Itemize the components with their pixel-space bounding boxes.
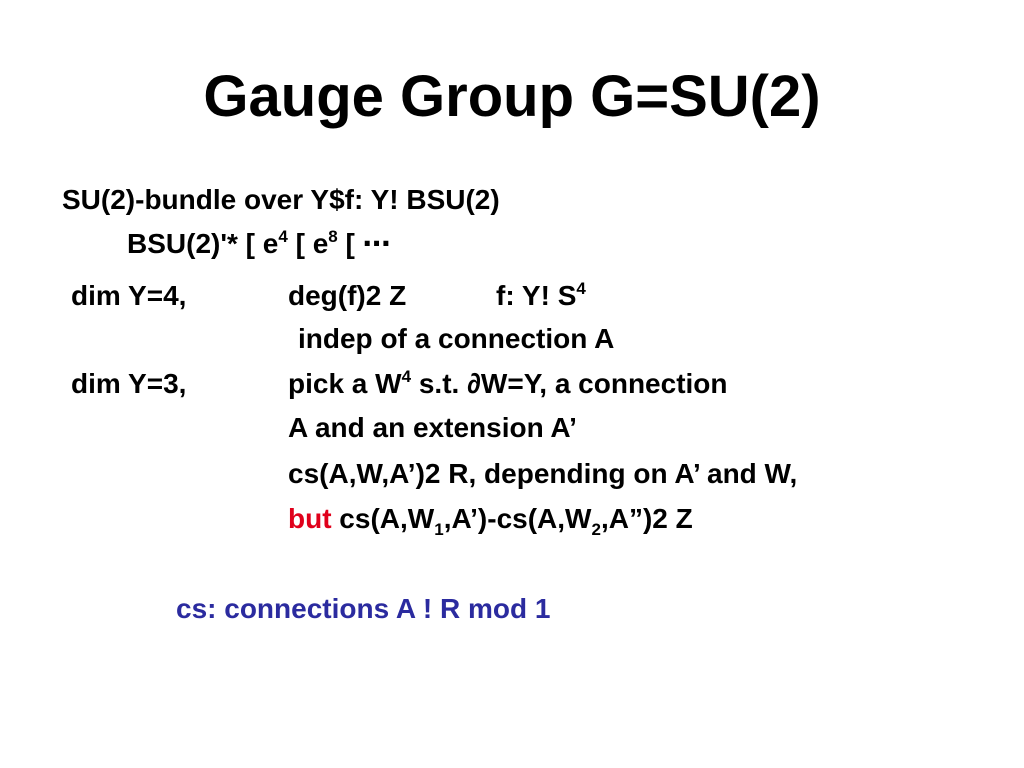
degree-text: deg(f)2 Z: [288, 280, 407, 311]
cs-definition-text: cs: connections A ! R mod 1: [176, 593, 551, 624]
subscript-1: 1: [434, 520, 444, 539]
dim3-label: dim Y=3,: [71, 368, 187, 399]
extension-text: A and an extension A’: [288, 412, 577, 443]
line-bundle: SU(2)-bundle over Y$f: Y! BSU(2): [62, 183, 500, 217]
sphere-exponent: 4: [576, 279, 586, 298]
bsu2-text-pre: BSU(2)'* [ e: [127, 228, 279, 259]
indep-text: indep of a connection A: [298, 323, 615, 354]
pick-text-post: s.t. ∂W=Y, a connection: [411, 368, 728, 399]
exponent-4: 4: [278, 227, 288, 246]
line-cs-depends: cs(A,W,A’)2 R, depending on A’ and W,: [288, 457, 797, 491]
w-exponent: 4: [401, 367, 412, 386]
subscript-2: 2: [591, 520, 601, 539]
line-extension: A and an extension A’: [288, 411, 577, 445]
bsu2-text-mid: [ e: [287, 228, 329, 259]
line-dim4-label: dim Y=4,: [71, 279, 186, 313]
line-cs-definition: cs: connections A ! R mod 1: [176, 592, 550, 626]
difference-text-pre: cs(A,W: [331, 503, 435, 534]
but-highlight: but: [288, 503, 332, 534]
line-dim3-pick: pick a W4 s.t. ∂W=Y, a connection: [288, 367, 728, 401]
bsu2-text-post: [ ⋯: [337, 228, 391, 259]
line-indep: indep of a connection A: [298, 322, 614, 356]
difference-text-post: ,A”)2 Z: [600, 503, 693, 534]
pick-text-pre: pick a W: [288, 368, 402, 399]
map-text: f: Y! S: [496, 280, 577, 311]
exponent-8: 8: [328, 227, 338, 246]
cs-depends-text: cs(A,W,A’)2 R, depending on A’ and W,: [288, 458, 798, 489]
dim4-label: dim Y=4,: [71, 280, 187, 311]
difference-text-mid: ,A’)-cs(A,W: [443, 503, 592, 534]
line-bsu2-cells: BSU(2)'* [ e4 [ e8 [ ⋯: [127, 227, 391, 261]
line-dim4-degree: deg(f)2 Z: [288, 279, 406, 313]
bundle-text: SU(2)-bundle over Y$f: Y! BSU(2): [62, 184, 500, 215]
slide-title: Gauge Group G=SU(2): [203, 64, 821, 129]
line-dim4-map: f: Y! S4: [496, 279, 586, 313]
line-dim3-label: dim Y=3,: [71, 367, 186, 401]
line-cs-difference: but cs(A,W1,A’)-cs(A,W2,A”)2 Z: [288, 502, 693, 539]
